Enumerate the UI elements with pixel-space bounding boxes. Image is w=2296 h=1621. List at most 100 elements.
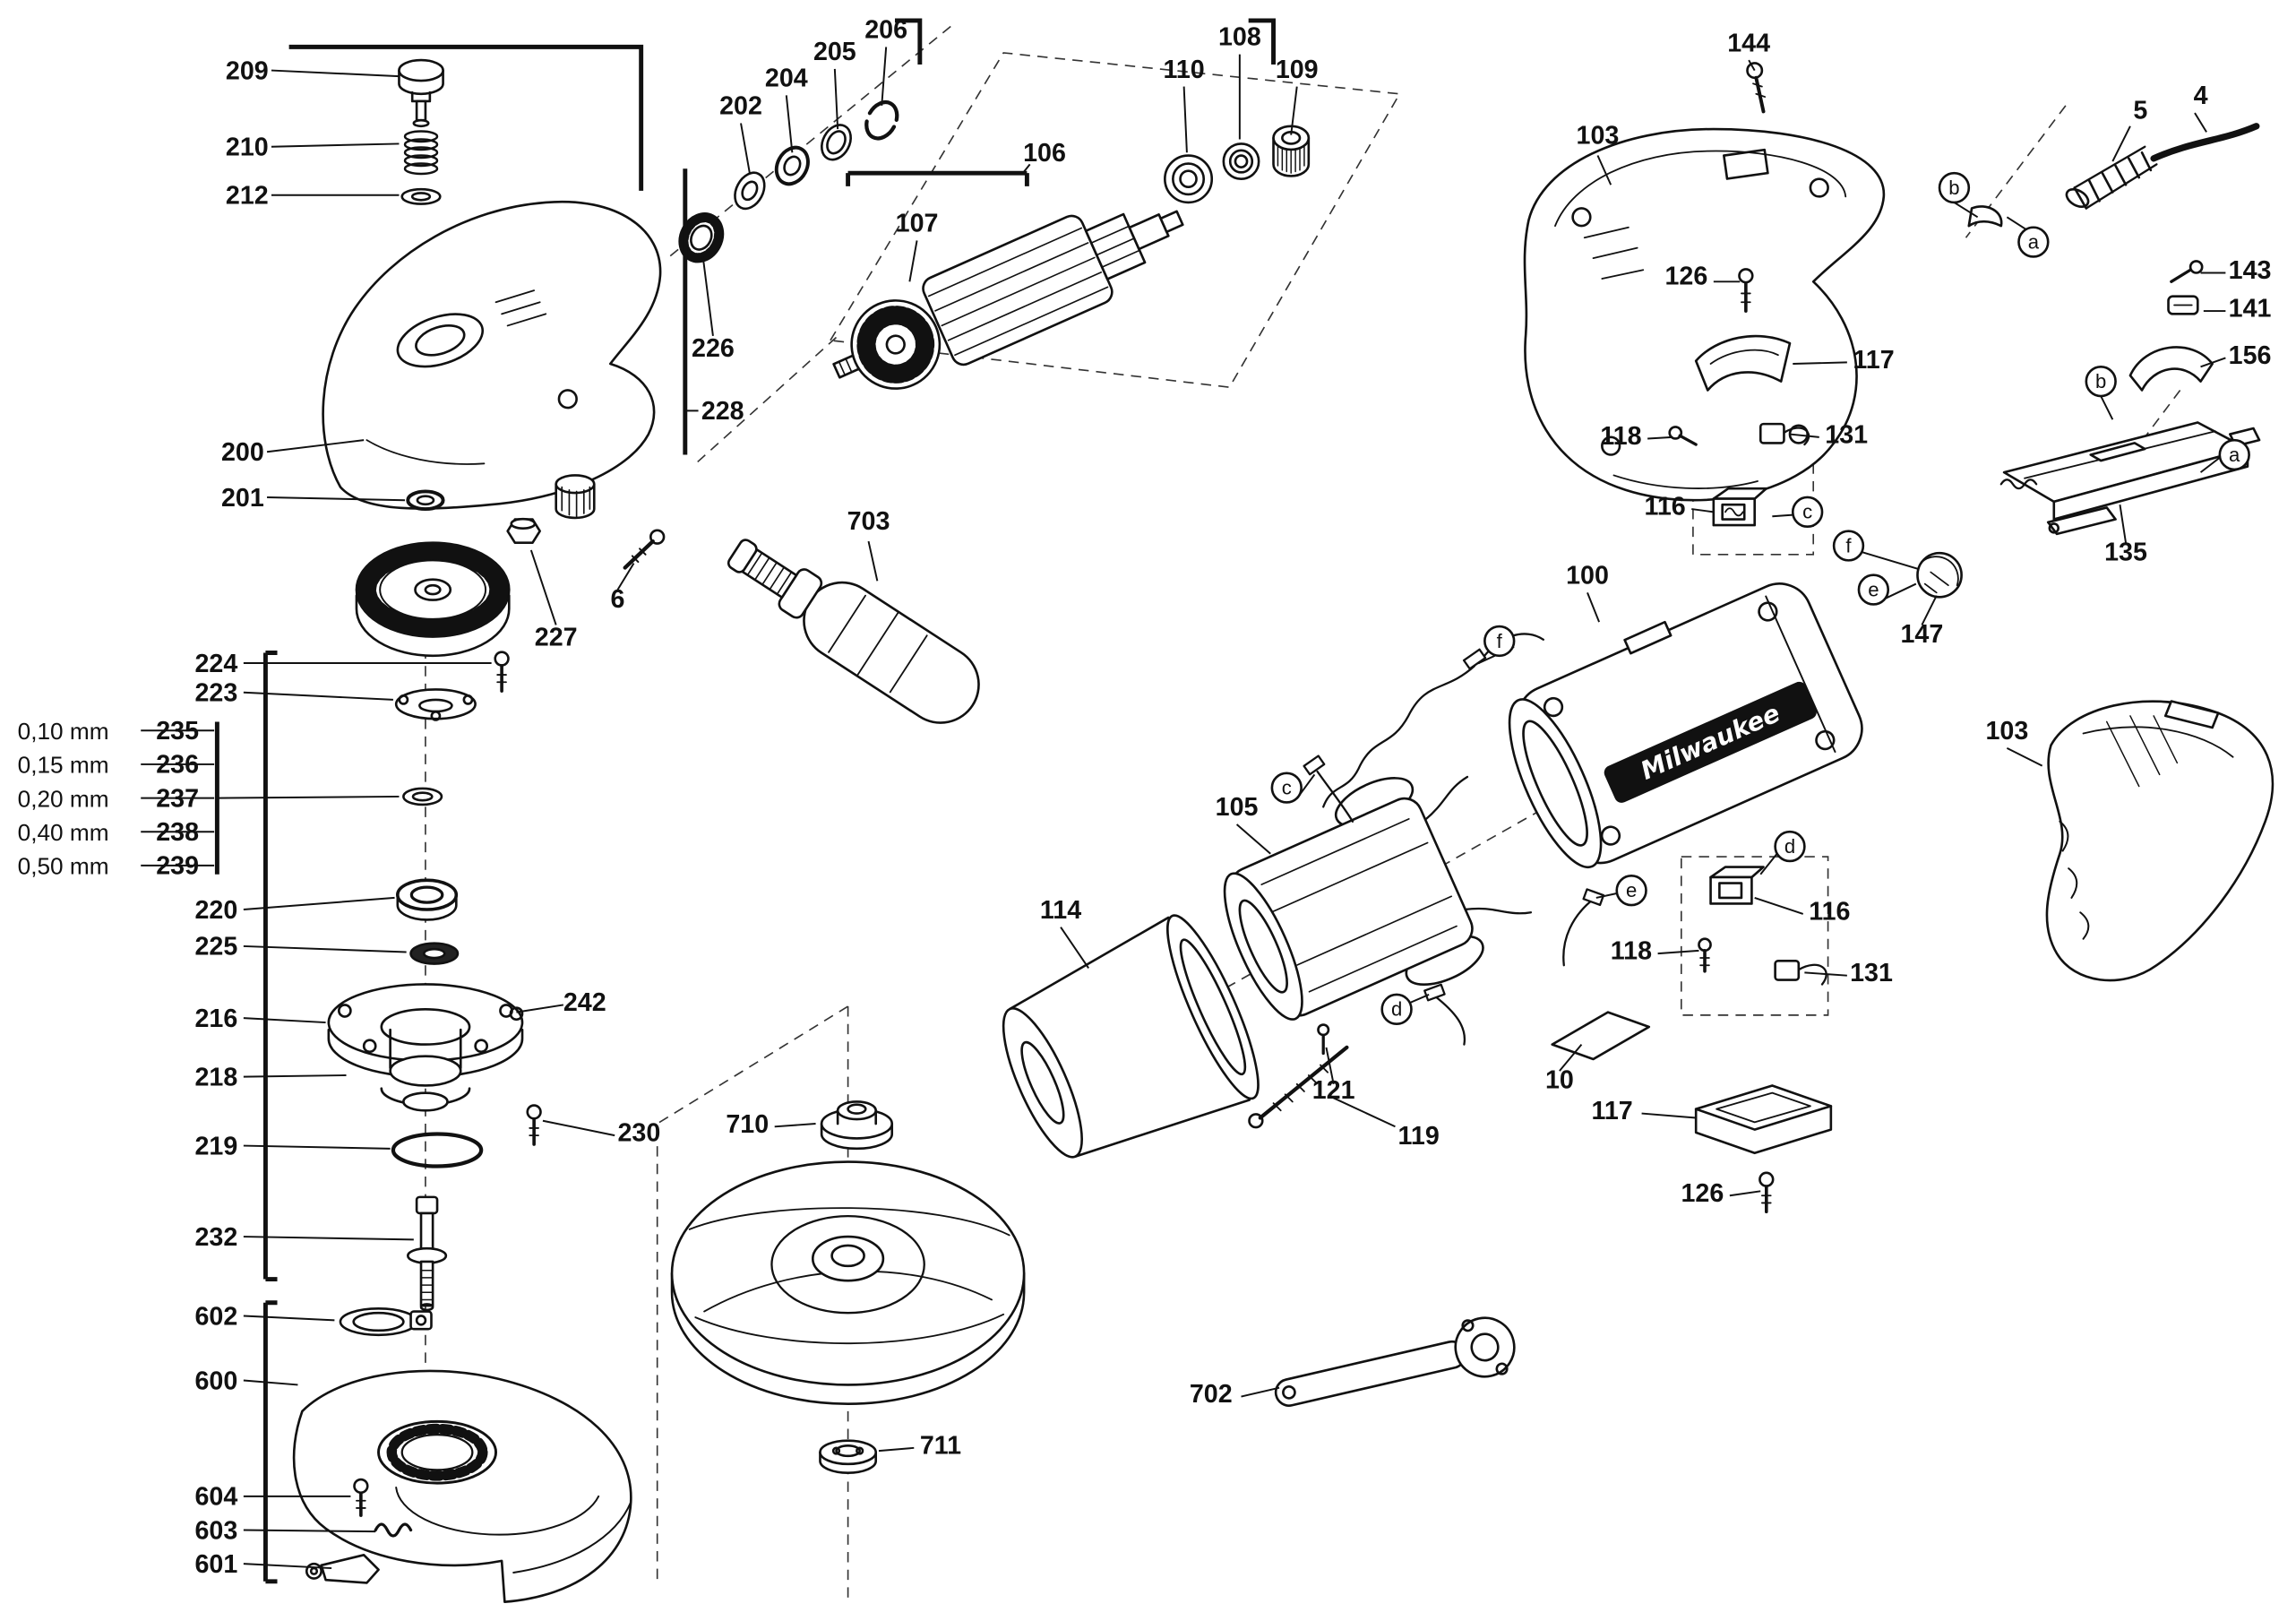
callout-letter-a-3: a [2229,444,2240,466]
callout-letter-circle-b-0 [1938,171,1971,204]
part-label-117a: 117 [1853,346,1894,375]
part-label-10: 10 [1545,1066,1574,1095]
part-label-711: 711 [920,1431,961,1460]
side-handle [727,539,980,724]
part-label-4: 4 [2194,82,2208,110]
gearcase-screw [623,529,666,570]
part-label-135: 135 [2104,538,2147,566]
bearing-flange-216-218 [327,983,524,1112]
part-label-6: 6 [611,585,625,614]
part-label-209: 209 [226,56,269,85]
motor-housing: Milwaukee [1508,582,1863,869]
part-label-121: 121 [1312,1076,1355,1105]
brush-holder-116-right [1709,866,1765,905]
crown-gear [355,541,511,658]
part-label-126a: 126 [1664,263,1707,291]
rear-handle-shell [1523,127,1886,502]
part-label-119: 119 [1398,1122,1440,1151]
field-stator [1223,775,1533,1021]
wheel-guard-600 [292,1369,632,1604]
part-label-131b: 131 [1850,959,1893,987]
flange-nut-711 [819,1439,878,1474]
lead-wires [1303,633,1605,1046]
gap-value-237: 0,20 mm [18,785,109,812]
part-label-105: 105 [1216,793,1259,822]
spindle-232 [406,1195,448,1312]
screw-121 [1317,1023,1330,1056]
cord-protector [2065,145,2158,210]
part-label-205: 205 [813,38,856,66]
retainer-plate-223 [394,688,477,721]
gap-value-235: 0,10 mm [18,718,109,745]
part-label-116b: 116 [1809,897,1850,926]
part-label-219: 219 [195,1132,238,1160]
part-label-201: 201 [221,484,264,513]
callout-letter-a-1: a [2028,230,2040,253]
part-label-212: 212 [226,182,269,211]
inner-flange-710 [820,1100,894,1151]
bearing-204 [774,145,810,186]
screw-118-top [1668,426,1698,446]
cover-156 [2128,346,2214,392]
shim-washer [402,787,443,806]
callout-letter-circle-e-6 [1857,573,1890,606]
part-label-109: 109 [1276,56,1319,84]
switch-assembly [1999,421,2261,536]
grip-handle [2045,700,2275,982]
lock-spring [403,130,439,176]
gasket-10 [1551,1011,1651,1061]
serrated-ring-226 [678,212,725,263]
bearing-220 [396,878,459,921]
part-label-600: 600 [195,1367,238,1395]
part-label-200: 200 [221,438,264,467]
callout-letter-circle-c-4 [1791,496,1824,529]
part-label-156: 156 [2229,341,2272,370]
screw-126-top [1738,268,1754,313]
part-label-232: 232 [195,1223,238,1252]
bearing-110 [1164,154,1214,204]
motor-cover [1002,914,1260,1159]
callout-letter-b-2: b [2095,370,2106,392]
part-label-216: 216 [195,1005,238,1033]
part-label-210: 210 [226,134,269,162]
seal-225 [409,942,460,965]
part-label-602: 602 [195,1302,238,1331]
part-label-702: 702 [1190,1380,1233,1409]
part-label-110: 110 [1164,56,1205,84]
clip-141 [2167,295,2199,315]
part-label-116a: 116 [1644,493,1685,522]
part-label-223: 223 [195,679,238,708]
callout-letter-circle-e-9 [1615,875,1647,907]
callout-letter-circle-a-1 [2017,226,2050,258]
part-label-601: 601 [195,1550,238,1579]
part-label-710: 710 [726,1110,769,1139]
part-label-227: 227 [535,623,578,651]
part-label-236: 236 [156,751,199,780]
callout-letter-c-4: c [1802,501,1812,523]
callout-letter-e-6: e [1868,578,1879,600]
part-label-224: 224 [195,650,238,678]
group-brackets [214,18,1276,1584]
spindle-washer-202 [734,171,766,211]
part-label-603: 603 [195,1516,238,1545]
gearcase-bearing [406,489,445,512]
callout-letter-e-9: e [1626,879,1637,901]
part-label-100: 100 [1566,562,1609,591]
wire-clip-131-top [1759,422,1810,446]
screw-230 [526,1104,542,1146]
callout-letter-circle-a-3 [2218,438,2250,471]
cap-147 [1916,551,1963,599]
screw-604 [353,1478,369,1517]
part-label-604: 604 [195,1483,238,1512]
handle-screw-144 [1746,62,1767,114]
sleeve-109 [1272,125,1311,177]
part-label-206: 206 [864,16,907,45]
part-label-238: 238 [156,818,199,847]
part-label-204: 204 [765,65,808,93]
part-label-143: 143 [2229,256,2272,285]
part-label-106: 106 [1023,139,1066,168]
o-ring-219 [391,1132,484,1168]
part-label-118b: 118 [1611,937,1652,966]
part-label-703: 703 [847,507,890,536]
